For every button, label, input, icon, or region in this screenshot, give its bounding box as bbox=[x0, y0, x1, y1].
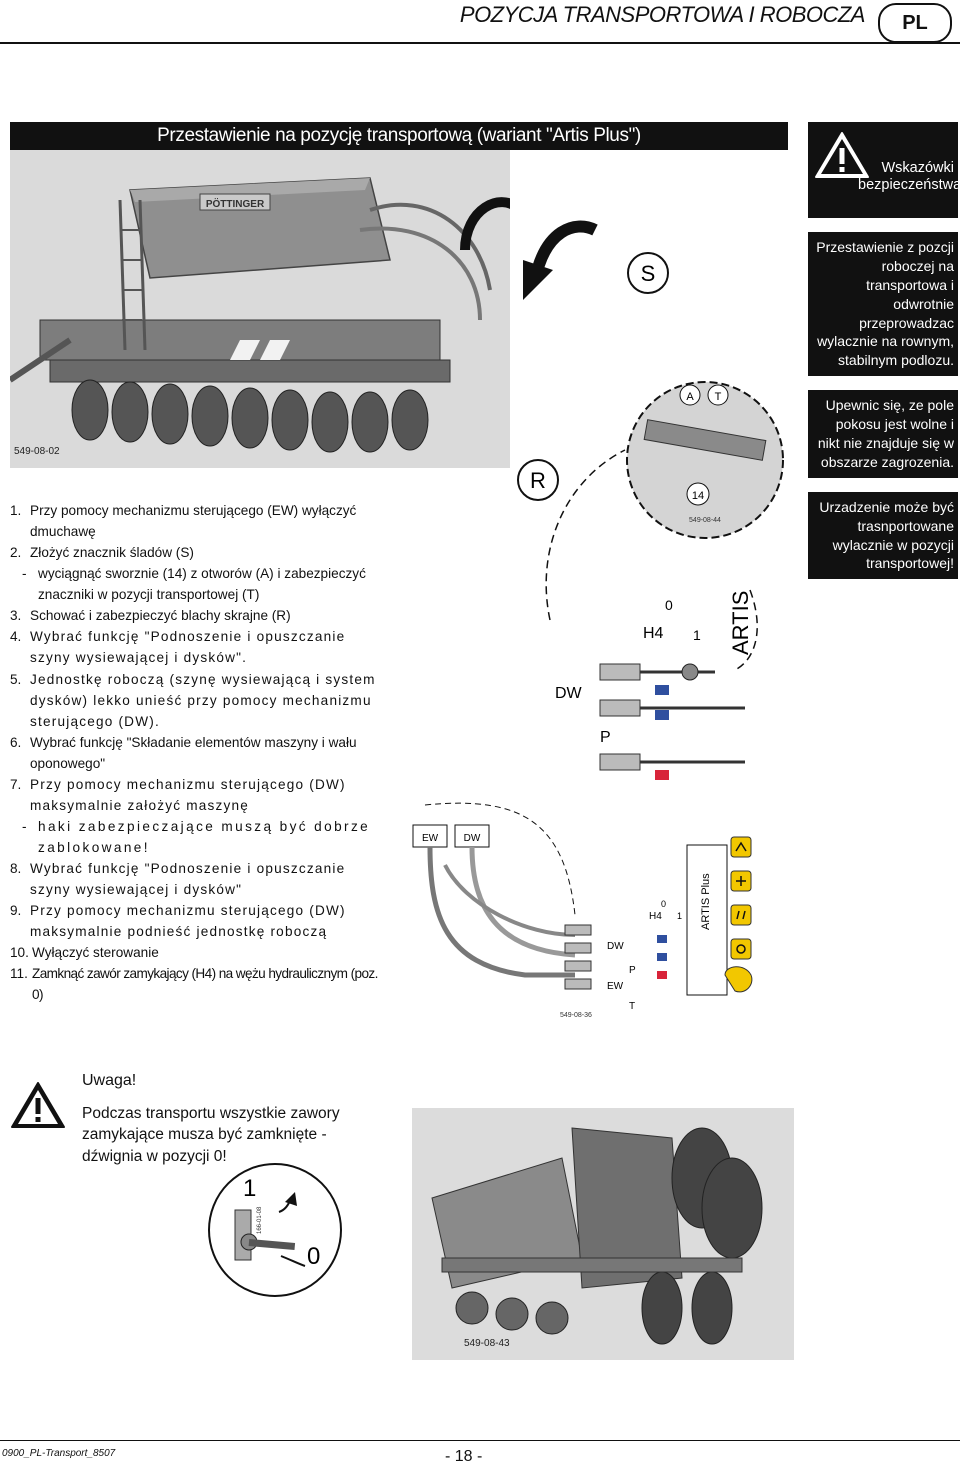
control-dw-label: DW bbox=[464, 833, 481, 844]
figure-ref: 549-08-36 bbox=[560, 1012, 592, 1019]
valve-pos-1: 1 bbox=[693, 627, 701, 643]
hydraulic-dw-label: DW bbox=[607, 941, 624, 952]
hydraulic-t-label: T bbox=[629, 1001, 635, 1012]
safety-title: Wskazówki bezpieczeństwa! bbox=[858, 160, 960, 194]
machine-photo-bottom: 549-08-43 bbox=[412, 1108, 794, 1360]
hydraulic-pos-1: 1 bbox=[677, 911, 682, 921]
marker-label-14: 14 bbox=[692, 490, 704, 502]
brand-logo-text: PÖTTINGER bbox=[206, 197, 265, 210]
step-8: 8.Wybrać funkcję "Podnoszenie i opuszcza… bbox=[10, 861, 346, 898]
hydraulic-diagram: EW DW DW EW P T H4 0 1 ARTIS Plus bbox=[405, 785, 805, 1025]
safety-sidebar: Wskazówki bezpieczeństwa! Przestawienie … bbox=[808, 122, 960, 580]
coupling-label-dw: DW bbox=[555, 685, 583, 702]
valve-pos-1: 1 bbox=[243, 1175, 256, 1202]
warning-triangle-icon bbox=[815, 132, 869, 178]
step-3: 3.Schować i zabezpieczyć blachy skrajne … bbox=[10, 608, 291, 624]
step-7-sub: -haki zabezpieczające muszą być dobrze z… bbox=[22, 818, 371, 855]
hydraulic-h4-label: H4 bbox=[649, 911, 662, 922]
marker-folding-diagram: S R A T 14 549-08-44 ARTIS H4 0 1 bbox=[517, 220, 784, 671]
valve-label-h4: H4 bbox=[643, 625, 664, 642]
header-rule bbox=[0, 42, 960, 44]
safety-note-1: Przestawienie z pozcji roboczej na trans… bbox=[808, 232, 958, 377]
step-2: 2.Złożyć znacznik śladów (S) bbox=[10, 545, 194, 561]
safety-note-3: Urzadzenie może być trasnportowane wylac… bbox=[808, 491, 958, 580]
machine-photo-top: PÖTTINGER 549-08-02 bbox=[10, 150, 510, 468]
safety-header: Wskazówki bezpieczeństwa! bbox=[808, 122, 960, 218]
document-code: 0900_PL-Transport_8507 bbox=[2, 1448, 116, 1459]
marker-diagram: S R A T 14 549-08-44 ARTIS H4 0 1 bbox=[505, 150, 805, 671]
caution-title: Uwaga! bbox=[82, 1072, 137, 1089]
step-5: 5.Jednostkę roboczą (szynę wysiewającą i… bbox=[10, 671, 376, 729]
hydraulic-pos-0: 0 bbox=[661, 899, 666, 909]
artis-label: ARTIS bbox=[728, 591, 753, 655]
step-11: 11.Zamknąć zawór zamykający (H4) na wężu… bbox=[10, 966, 378, 1003]
step-1: 1.Przy pomocy mechanizmu sterującego (EW… bbox=[10, 503, 357, 540]
warning-triangle-icon bbox=[11, 1082, 65, 1128]
marker-label-r: R bbox=[530, 468, 546, 493]
coupling-diagram: DW P bbox=[545, 650, 755, 790]
step-6: 6.Wybrać funkcję "Składanie elementów ma… bbox=[10, 734, 357, 771]
hydraulic-p-label: P bbox=[629, 965, 636, 976]
section-title: Przestawienie na pozycję transportową (w… bbox=[10, 122, 788, 150]
step-2-sub: -wyciągnąć sworznie (14) z otworów (A) i… bbox=[22, 566, 366, 603]
seed-drill-illustration: PÖTTINGER bbox=[10, 150, 510, 468]
valve-detail: 1 0 166-01-08 bbox=[205, 1160, 345, 1300]
step-7: 7.Przy pomocy mechanizmu sterującego (DW… bbox=[10, 776, 346, 813]
step-10: 10.Wyłączyć sterowanie bbox=[10, 945, 159, 961]
instruction-steps: 1.Przy pomocy mechanizmu sterującego (EW… bbox=[10, 500, 380, 1006]
step-9: 9.Przy pomocy mechanizmu sterującego (DW… bbox=[10, 903, 346, 940]
figure-ref: 549-08-02 bbox=[14, 446, 60, 457]
step-4: 4.Wybrać funkcję "Podnoszenie i opuszcza… bbox=[10, 629, 346, 666]
marker-label-a: A bbox=[686, 391, 694, 403]
page-header-title: POZYCJA TRANSPORTOWA I ROBOCZA bbox=[459, 2, 866, 27]
coupling-label-p: P bbox=[600, 729, 611, 746]
figure-ref: 549-08-43 bbox=[464, 1338, 510, 1349]
artis-plus-label: ARTIS Plus bbox=[700, 873, 712, 930]
figure-ref: 166-01-08 bbox=[257, 1206, 263, 1234]
footer-rule bbox=[0, 1440, 960, 1441]
marker-label-t: T bbox=[715, 391, 722, 403]
caution-text: Podczas transportu wszystkie zawory zamy… bbox=[82, 1105, 340, 1165]
marker-label-s: S bbox=[641, 261, 656, 286]
control-ew-label: EW bbox=[422, 833, 439, 844]
hydraulic-ew-label: EW bbox=[607, 981, 624, 992]
valve-pos-0: 0 bbox=[307, 1243, 320, 1270]
safety-note-2: Upewnic się, ze pole pokosu jest wolne i… bbox=[808, 390, 958, 478]
page-number: - 18 - bbox=[445, 1448, 483, 1465]
language-badge: PL bbox=[878, 3, 952, 43]
valve-pos-0: 0 bbox=[665, 597, 673, 613]
figure-ref: 549-08-44 bbox=[689, 517, 721, 524]
